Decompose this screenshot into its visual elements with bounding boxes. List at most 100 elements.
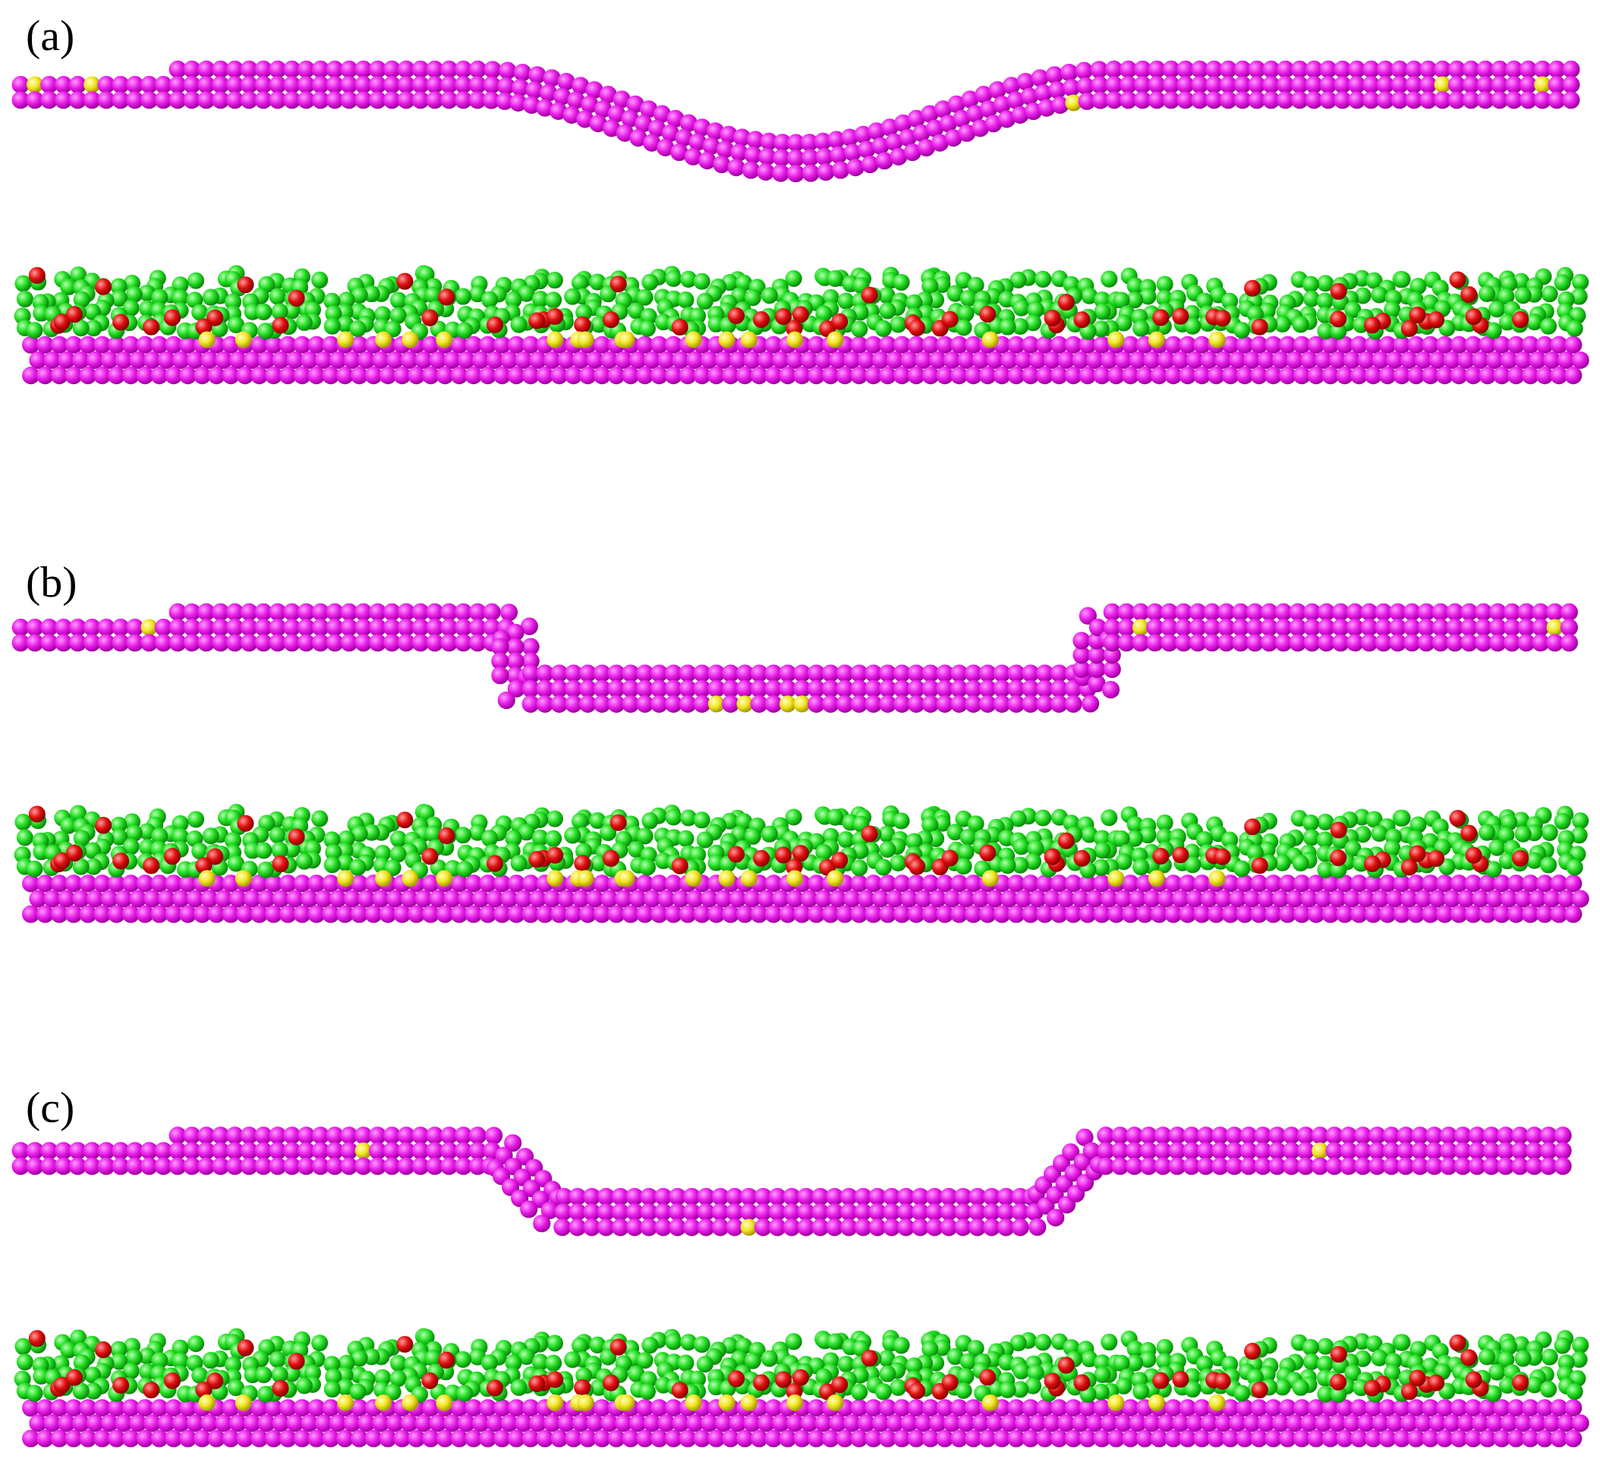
red-atom bbox=[272, 316, 290, 334]
green-atom bbox=[693, 273, 711, 290]
green-atom bbox=[1302, 814, 1320, 832]
green-atom bbox=[481, 291, 498, 309]
red-atom bbox=[1511, 311, 1529, 328]
green-atom bbox=[1034, 270, 1052, 288]
magenta-atom bbox=[742, 160, 760, 179]
green-atom bbox=[893, 812, 911, 830]
green-atom bbox=[296, 314, 313, 331]
green-atom bbox=[1514, 286, 1532, 304]
magenta-atom bbox=[497, 691, 516, 709]
green-atom bbox=[1540, 318, 1557, 335]
green-atom bbox=[257, 322, 275, 340]
green-atom bbox=[1370, 286, 1388, 303]
green-atom bbox=[889, 315, 907, 333]
red-atom bbox=[163, 308, 181, 326]
yellow-atom bbox=[235, 331, 252, 349]
green-atom bbox=[696, 292, 714, 310]
magenta-atom bbox=[1081, 694, 1100, 712]
red-atom bbox=[94, 278, 112, 296]
green-atom bbox=[269, 288, 287, 306]
green-atom bbox=[1571, 274, 1589, 291]
red-atom bbox=[142, 318, 160, 336]
magenta-atom bbox=[831, 160, 850, 179]
red-atom bbox=[1329, 310, 1347, 328]
yellow-atom bbox=[740, 331, 758, 349]
red-atom bbox=[861, 286, 879, 304]
yellow-atom bbox=[374, 331, 392, 349]
magenta-atom bbox=[771, 163, 790, 182]
green-atom bbox=[998, 318, 1016, 336]
red-atom bbox=[1408, 306, 1426, 324]
green-atom bbox=[1566, 320, 1584, 338]
green-atom bbox=[664, 809, 682, 826]
green-atom bbox=[1554, 274, 1572, 291]
red-atom bbox=[1244, 280, 1261, 297]
green-atom bbox=[456, 321, 473, 339]
green-atom bbox=[311, 809, 328, 827]
magenta-atom bbox=[1562, 75, 1580, 94]
green-atom bbox=[187, 810, 205, 828]
magenta-atom bbox=[1564, 336, 1582, 354]
green-atom bbox=[1302, 275, 1320, 293]
yellow-atom bbox=[685, 331, 703, 349]
red-atom bbox=[1330, 283, 1348, 300]
red-atom bbox=[1073, 311, 1090, 328]
yellow-atom bbox=[1107, 331, 1125, 349]
magenta-atom bbox=[491, 666, 509, 684]
yellow-atom bbox=[435, 331, 453, 349]
green-atom bbox=[1488, 300, 1506, 318]
yellow-atom bbox=[198, 331, 216, 349]
green-atom bbox=[544, 291, 562, 309]
red-atom bbox=[112, 314, 130, 331]
green-atom bbox=[1132, 320, 1150, 338]
magenta-atom bbox=[1564, 366, 1582, 385]
magenta-atom bbox=[1064, 695, 1083, 713]
green-atom bbox=[1292, 315, 1310, 333]
magenta-atom bbox=[500, 603, 518, 621]
yellow-atom bbox=[546, 331, 564, 349]
green-atom bbox=[1571, 812, 1589, 829]
magenta-atom bbox=[1571, 890, 1590, 908]
red-atom bbox=[1152, 308, 1169, 326]
green-atom bbox=[510, 316, 528, 334]
green-atom bbox=[255, 303, 272, 321]
red-atom bbox=[421, 309, 438, 327]
green-atom bbox=[25, 321, 43, 339]
panel-illustration bbox=[12, 603, 1590, 923]
green-atom bbox=[202, 289, 220, 306]
magenta-atom bbox=[817, 163, 835, 181]
magenta-atom bbox=[1564, 874, 1582, 892]
red-atom bbox=[979, 305, 996, 323]
green-atom bbox=[826, 809, 844, 826]
red-atom bbox=[66, 305, 83, 323]
yellow-atom bbox=[826, 331, 844, 349]
red-atom bbox=[1058, 293, 1075, 311]
magenta-atom bbox=[483, 603, 501, 621]
green-atom bbox=[1478, 285, 1496, 303]
magenta-atom bbox=[847, 158, 865, 177]
red-atom bbox=[288, 289, 306, 307]
red-atom bbox=[437, 288, 455, 306]
red-atom bbox=[546, 308, 564, 325]
magenta-atom bbox=[498, 62, 517, 80]
yellow-atom bbox=[982, 331, 999, 349]
red-atom bbox=[486, 316, 504, 334]
magenta-atom bbox=[513, 63, 532, 82]
green-atom bbox=[1233, 321, 1251, 339]
green-atom bbox=[641, 274, 659, 291]
green-atom bbox=[1393, 809, 1411, 827]
magenta-atom bbox=[483, 60, 501, 79]
yellow-atom bbox=[337, 331, 354, 349]
yellow-atom bbox=[718, 331, 736, 349]
green-atom bbox=[1034, 809, 1052, 827]
red-atom bbox=[528, 311, 545, 329]
yellow-atom bbox=[786, 331, 804, 349]
yellow-atom bbox=[779, 695, 797, 712]
red-atom bbox=[396, 273, 413, 290]
red-atom bbox=[908, 319, 926, 337]
magenta-atom bbox=[727, 158, 745, 177]
magenta-atom bbox=[1075, 62, 1093, 80]
magenta-atom bbox=[712, 155, 731, 174]
yellow-atom bbox=[401, 331, 419, 349]
